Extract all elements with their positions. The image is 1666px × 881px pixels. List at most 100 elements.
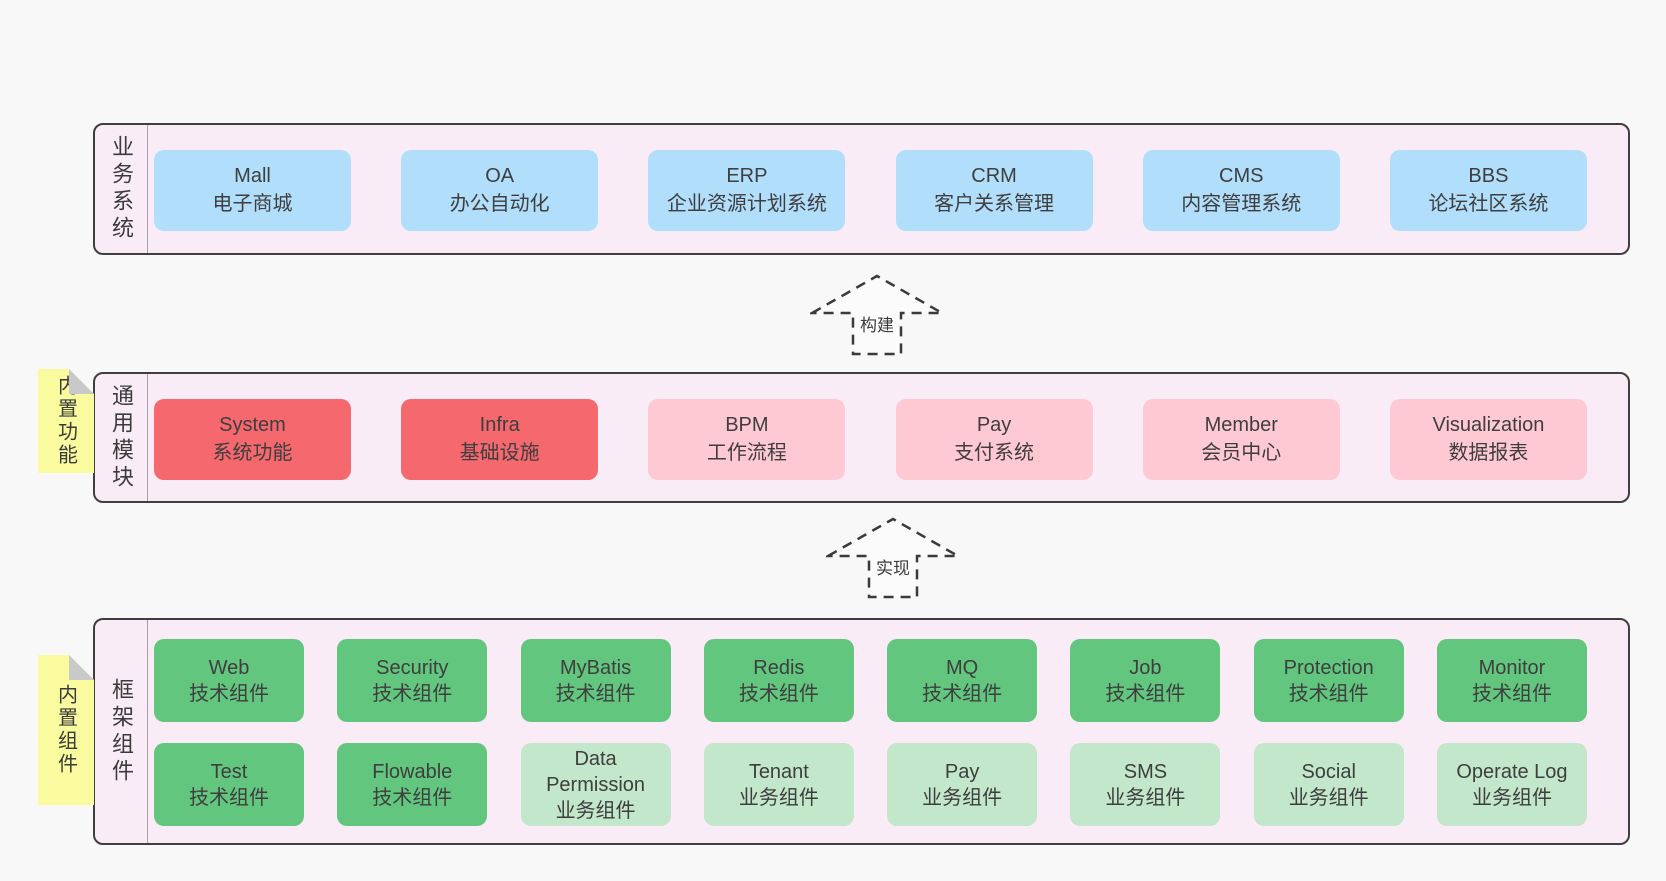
module-box-pay: Pay 支付系统: [895, 399, 1093, 480]
box-title: Security: [376, 656, 449, 679]
box-subtitle: 业务组件: [555, 799, 636, 822]
module-box-infra: Infra 基础设施: [401, 399, 599, 480]
component-box-redis: Redis 技术组件: [703, 639, 854, 722]
system-box-crm: CRM 客户关系管理: [895, 150, 1093, 231]
box-subtitle: 数据报表: [1448, 441, 1529, 464]
box-subtitle: 技术组件: [189, 786, 269, 809]
box-title: MyBatis: [560, 656, 632, 679]
box-subtitle: 客户关系管理: [934, 192, 1055, 215]
component-box-social: Social 业务组件: [1253, 743, 1404, 826]
box-subtitle: 电子商城: [212, 192, 293, 215]
component-box-mq: MQ 技术组件: [887, 639, 1038, 722]
box-subtitle: 技术组件: [922, 682, 1003, 705]
lane-divider: [147, 620, 148, 843]
box-title: CRM: [971, 164, 1017, 187]
build-arrow: 构建: [810, 272, 944, 356]
component-box-monitor: Monitor 技术组件: [1436, 639, 1587, 722]
box-subtitle: 技术组件: [1288, 682, 1369, 705]
component-box-test: Test 技术组件: [154, 743, 304, 826]
framework-components-section: 框架组件 Web 技术组件 Security 技术组件 MyBatis 技术组件…: [93, 618, 1630, 845]
box-title: BBS: [1468, 164, 1509, 187]
box-title: Monitor: [1478, 656, 1546, 679]
box-subtitle: 技术组件: [1105, 682, 1186, 705]
box-title: BPM: [725, 413, 769, 436]
box-title: MQ: [946, 656, 979, 679]
build-arrow-label: 构建: [857, 311, 897, 336]
box-title: SMS: [1123, 760, 1168, 783]
lane-divider: [147, 125, 148, 253]
box-subtitle: 业务组件: [738, 786, 819, 809]
box-subtitle: 业务组件: [1471, 786, 1552, 809]
box-title: Test: [210, 760, 248, 783]
business-systems-lane-label: 业务系统: [109, 135, 134, 243]
component-box-operate-log: Operate Log 业务组件: [1436, 743, 1587, 826]
box-title: Job: [1129, 656, 1162, 679]
system-box-bbs: BBS 论坛社区系统: [1389, 150, 1587, 231]
box-subtitle: 技术组件: [1471, 682, 1552, 705]
box-subtitle: 技术组件: [372, 682, 453, 705]
component-box-data-permission: Data Permission 业务组件: [520, 743, 671, 826]
box-subtitle: 业务组件: [922, 786, 1003, 809]
box-subtitle: 技术组件: [738, 682, 819, 705]
box-title: ERP: [726, 164, 768, 187]
folded-corner-icon: [69, 655, 94, 680]
system-box-cms: CMS 内容管理系统: [1142, 150, 1340, 231]
box-subtitle: 支付系统: [954, 441, 1035, 464]
box-title: OA: [485, 164, 515, 187]
system-box-mall: Mall 电子商城: [154, 150, 351, 231]
module-box-visualization: Visualization 数据报表: [1389, 399, 1587, 480]
framework-components-lane-label: 框架组件: [109, 677, 134, 786]
box-subtitle: 系统功能: [212, 441, 293, 464]
box-subtitle: 业务组件: [1288, 786, 1369, 809]
module-box-member: Member 会员中心: [1142, 399, 1340, 480]
component-box-protection: Protection 技术组件: [1253, 639, 1404, 722]
common-modules-lane-label: 通用模块: [109, 383, 134, 492]
box-title: Flowable: [372, 760, 453, 783]
business-systems-section: 业务系统 Mall 电子商城 OA 办公自动化 ERP 企业资源计划系统 CRM…: [93, 123, 1630, 255]
box-subtitle: 技术组件: [555, 682, 636, 705]
box-title: System: [219, 413, 286, 436]
folded-corner-icon: [69, 369, 94, 394]
box-title: Protection: [1283, 656, 1374, 679]
box-subtitle: 企业资源计划系统: [666, 192, 827, 215]
box-title: Operate Log: [1456, 760, 1568, 783]
component-box-job: Job 技术组件: [1070, 639, 1221, 722]
built-in-functions-tab: 内置功能: [38, 369, 94, 473]
framework-row-2: Test 技术组件 Flowable 技术组件 Data Permission …: [154, 743, 1587, 826]
lane-divider: [147, 374, 148, 501]
box-subtitle: 基础设施: [459, 441, 540, 464]
box-subtitle: 技术组件: [189, 682, 269, 705]
common-modules-row: System 系统功能 Infra 基础设施 BPM 工作流程 Pay 支付系统…: [154, 399, 1587, 480]
module-box-system: System 系统功能: [154, 399, 351, 480]
box-subtitle: 论坛社区系统: [1428, 192, 1549, 215]
box-title: Redis: [753, 656, 805, 679]
component-box-flowable: Flowable 技术组件: [337, 743, 488, 826]
box-title: Mall: [234, 164, 271, 187]
box-title: Tenant: [748, 760, 809, 783]
module-box-bpm: BPM 工作流程: [648, 399, 846, 480]
system-box-erp: ERP 企业资源计划系统: [648, 150, 846, 231]
component-box-mybatis: MyBatis 技术组件: [520, 639, 671, 722]
implement-arrow: 实现: [826, 515, 960, 599]
box-subtitle: 工作流程: [706, 441, 787, 464]
box-title: Pay: [944, 760, 980, 783]
business-systems-row: Mall 电子商城 OA 办公自动化 ERP 企业资源计划系统 CRM 客户关系…: [154, 150, 1587, 231]
box-title: Member: [1204, 413, 1278, 436]
box-title: Infra: [479, 413, 520, 436]
box-title: Social: [1301, 760, 1356, 783]
box-title: Data Permission: [546, 747, 646, 796]
common-modules-section: 通用模块 System 系统功能 Infra 基础设施 BPM 工作流程 Pay…: [93, 372, 1630, 503]
box-subtitle: 技术组件: [372, 786, 453, 809]
framework-row-1: Web 技术组件 Security 技术组件 MyBatis 技术组件 Redi…: [154, 639, 1587, 722]
component-box-tenant: Tenant 业务组件: [703, 743, 854, 826]
component-box-pay: Pay 业务组件: [887, 743, 1038, 826]
component-box-web: Web 技术组件: [154, 639, 304, 722]
component-box-sms: SMS 业务组件: [1070, 743, 1221, 826]
system-box-oa: OA 办公自动化: [401, 150, 599, 231]
box-subtitle: 业务组件: [1105, 786, 1186, 809]
built-in-components-tab: 内置组件: [38, 655, 94, 805]
box-subtitle: 内容管理系统: [1181, 192, 1302, 215]
box-subtitle: 办公自动化: [449, 192, 550, 215]
box-subtitle: 会员中心: [1201, 441, 1282, 464]
box-title: Visualization: [1432, 413, 1545, 436]
